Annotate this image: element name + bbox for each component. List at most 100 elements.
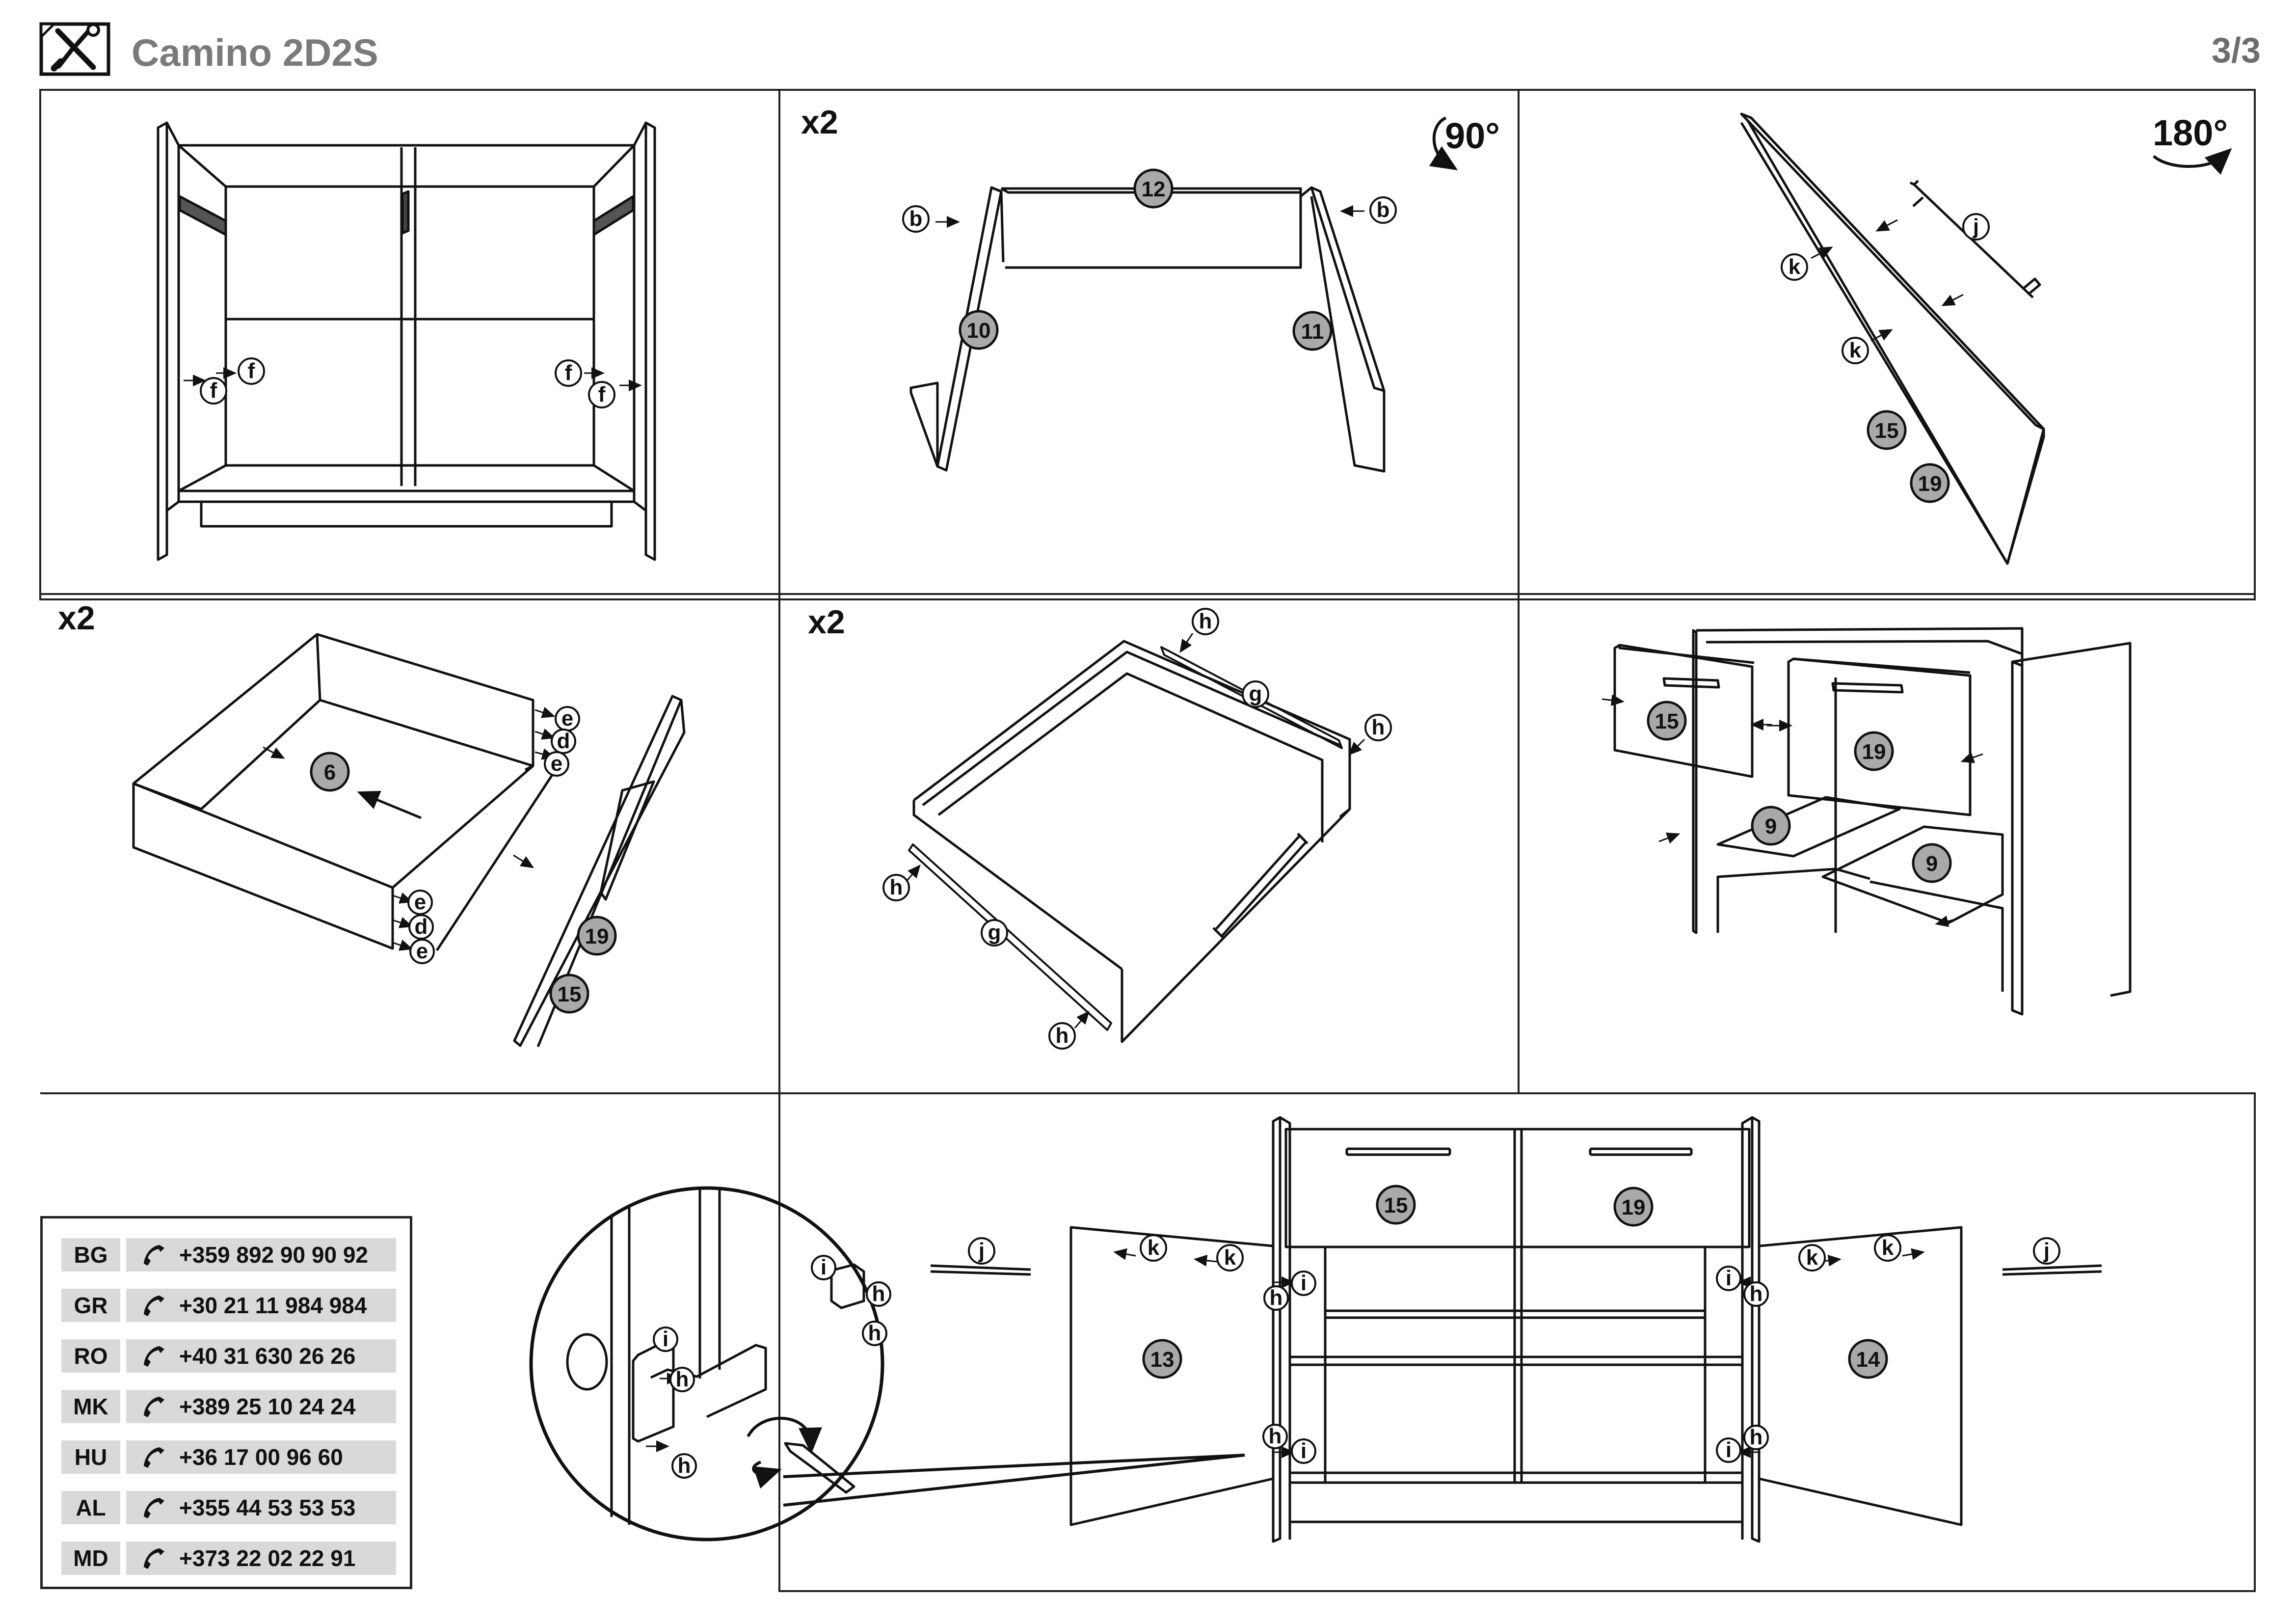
phone-number[interactable]: +40 31 630 26 26 bbox=[179, 1343, 356, 1369]
part-19: 19 bbox=[1854, 731, 1894, 771]
callout-e: e bbox=[407, 890, 433, 915]
svg-text:90°: 90° bbox=[1445, 115, 1500, 156]
page-number: 3/3 bbox=[2211, 31, 2261, 70]
callout-j: j bbox=[2033, 1237, 2060, 1265]
callout-h: h bbox=[1192, 608, 1219, 635]
phone-number[interactable]: +389 25 10 24 24 bbox=[179, 1394, 356, 1419]
phone-icon bbox=[144, 1296, 164, 1316]
svg-text:19: 19 bbox=[1622, 1195, 1646, 1219]
panel-2-multiplier: x2 bbox=[801, 104, 838, 141]
phone-number[interactable]: +359 892 90 90 92 bbox=[179, 1242, 368, 1268]
panel-1-callouts: f f f f bbox=[200, 357, 615, 408]
svg-text:h: h bbox=[1270, 1286, 1283, 1310]
part-19: 19 bbox=[1613, 1187, 1654, 1227]
svg-text:f: f bbox=[598, 382, 606, 406]
svg-text:j: j bbox=[978, 1239, 985, 1263]
panel-2-callouts: b b 12 10 11 bbox=[902, 168, 1397, 351]
callout-j: j bbox=[968, 1237, 995, 1265]
svg-text:14: 14 bbox=[1856, 1348, 1880, 1372]
part-9: 9 bbox=[1751, 806, 1791, 846]
svg-text:i: i bbox=[1726, 1438, 1732, 1462]
part-6: 6 bbox=[310, 752, 350, 792]
part-9: 9 bbox=[1912, 843, 1952, 883]
callout-j: j bbox=[1962, 213, 1990, 241]
svg-text:h: h bbox=[872, 1282, 885, 1306]
svg-text:e: e bbox=[416, 939, 428, 963]
callout-g: g bbox=[981, 919, 1008, 947]
part-15: 15 bbox=[1867, 410, 1907, 450]
panel-1-cabinet-frame bbox=[157, 121, 656, 561]
svg-text:d: d bbox=[415, 915, 428, 939]
svg-text:f: f bbox=[248, 359, 255, 383]
callout-b: b bbox=[902, 205, 930, 233]
svg-text:i: i bbox=[663, 1327, 668, 1351]
svg-text:k: k bbox=[1789, 255, 1801, 279]
svg-text:e: e bbox=[551, 752, 562, 776]
rotate-90-icon: 90° bbox=[1429, 115, 1500, 170]
callout-i: i bbox=[811, 1255, 836, 1280]
contact-table: BG +359 892 90 90 92 GR +30 21 11 984 98… bbox=[40, 1216, 412, 1589]
callout-h: h bbox=[671, 1453, 697, 1479]
callout-h: h bbox=[1364, 714, 1392, 741]
panel-2-parts bbox=[909, 186, 1386, 473]
svg-text:k: k bbox=[1806, 1245, 1818, 1270]
panel-4-callouts: e d e e d e 6 19 15 bbox=[310, 706, 617, 1014]
svg-text:h: h bbox=[1199, 609, 1212, 633]
country-code: MD bbox=[61, 1542, 120, 1575]
svg-text:19: 19 bbox=[1862, 740, 1886, 764]
part-15: 15 bbox=[549, 974, 589, 1014]
phone-number[interactable]: +36 17 00 96 60 bbox=[179, 1444, 343, 1470]
svg-text:b: b bbox=[1377, 198, 1390, 222]
svg-text:i: i bbox=[1301, 1439, 1307, 1463]
svg-text:12: 12 bbox=[1142, 177, 1166, 201]
svg-text:180°: 180° bbox=[2153, 112, 2228, 153]
callout-h: h bbox=[866, 1281, 891, 1307]
callout-e: e bbox=[544, 751, 569, 777]
phone-number[interactable]: +355 44 53 53 53 bbox=[179, 1495, 356, 1520]
phone-number[interactable]: +373 22 02 22 91 bbox=[179, 1545, 356, 1571]
svg-text:h: h bbox=[1750, 1425, 1763, 1449]
callout-k: k bbox=[1842, 337, 1869, 364]
country-code: RO bbox=[61, 1339, 120, 1373]
hinge-detail-callouts: i h h i h h bbox=[653, 1255, 891, 1479]
svg-text:k: k bbox=[1849, 338, 1862, 362]
part-19: 19 bbox=[1910, 463, 1950, 503]
panel-5-callouts: h g h h g h bbox=[882, 608, 1392, 1050]
svg-text:h: h bbox=[678, 1454, 691, 1478]
part-15: 15 bbox=[1647, 701, 1687, 741]
part-12: 12 bbox=[1133, 168, 1174, 209]
svg-text:13: 13 bbox=[1150, 1348, 1175, 1372]
callout-h: h bbox=[862, 1321, 887, 1346]
svg-text:b: b bbox=[909, 207, 923, 231]
svg-text:k: k bbox=[1148, 1236, 1160, 1260]
svg-text:11: 11 bbox=[1301, 320, 1324, 344]
rotate-180-icon: 180° bbox=[2153, 112, 2232, 175]
callout-h: h bbox=[1262, 1424, 1288, 1449]
svg-text:h: h bbox=[1750, 1282, 1763, 1306]
svg-text:15: 15 bbox=[1655, 709, 1679, 733]
callout-i: i bbox=[1291, 1438, 1316, 1464]
callout-e: e bbox=[555, 706, 580, 731]
phone-icon bbox=[144, 1498, 164, 1518]
hinge-detail bbox=[529, 1186, 1245, 1542]
svg-text:i: i bbox=[821, 1255, 827, 1279]
country-code: GR bbox=[61, 1289, 120, 1322]
final-assembly-callouts: j k k h i h i i h h i k k j 15 19 13 14 bbox=[968, 1185, 2060, 1464]
page-title: Camino 2D2S bbox=[132, 31, 378, 74]
country-code: HU bbox=[61, 1440, 120, 1474]
svg-text:h: h bbox=[1372, 715, 1385, 739]
callout-i: i bbox=[653, 1326, 678, 1352]
callout-h: h bbox=[1263, 1285, 1289, 1311]
svg-text:k: k bbox=[1224, 1245, 1236, 1270]
svg-text:g: g bbox=[988, 920, 1001, 945]
svg-text:10: 10 bbox=[967, 319, 991, 343]
phone-number[interactable]: +30 21 11 984 984 bbox=[179, 1293, 367, 1318]
panel-4-parts bbox=[132, 633, 686, 1047]
callout-i: i bbox=[1716, 1266, 1741, 1291]
svg-text:9: 9 bbox=[1926, 852, 1938, 876]
country-code: MK bbox=[61, 1390, 120, 1423]
callout-k: k bbox=[1798, 1244, 1826, 1272]
svg-text:15: 15 bbox=[1875, 419, 1899, 443]
svg-text:e: e bbox=[561, 706, 573, 731]
